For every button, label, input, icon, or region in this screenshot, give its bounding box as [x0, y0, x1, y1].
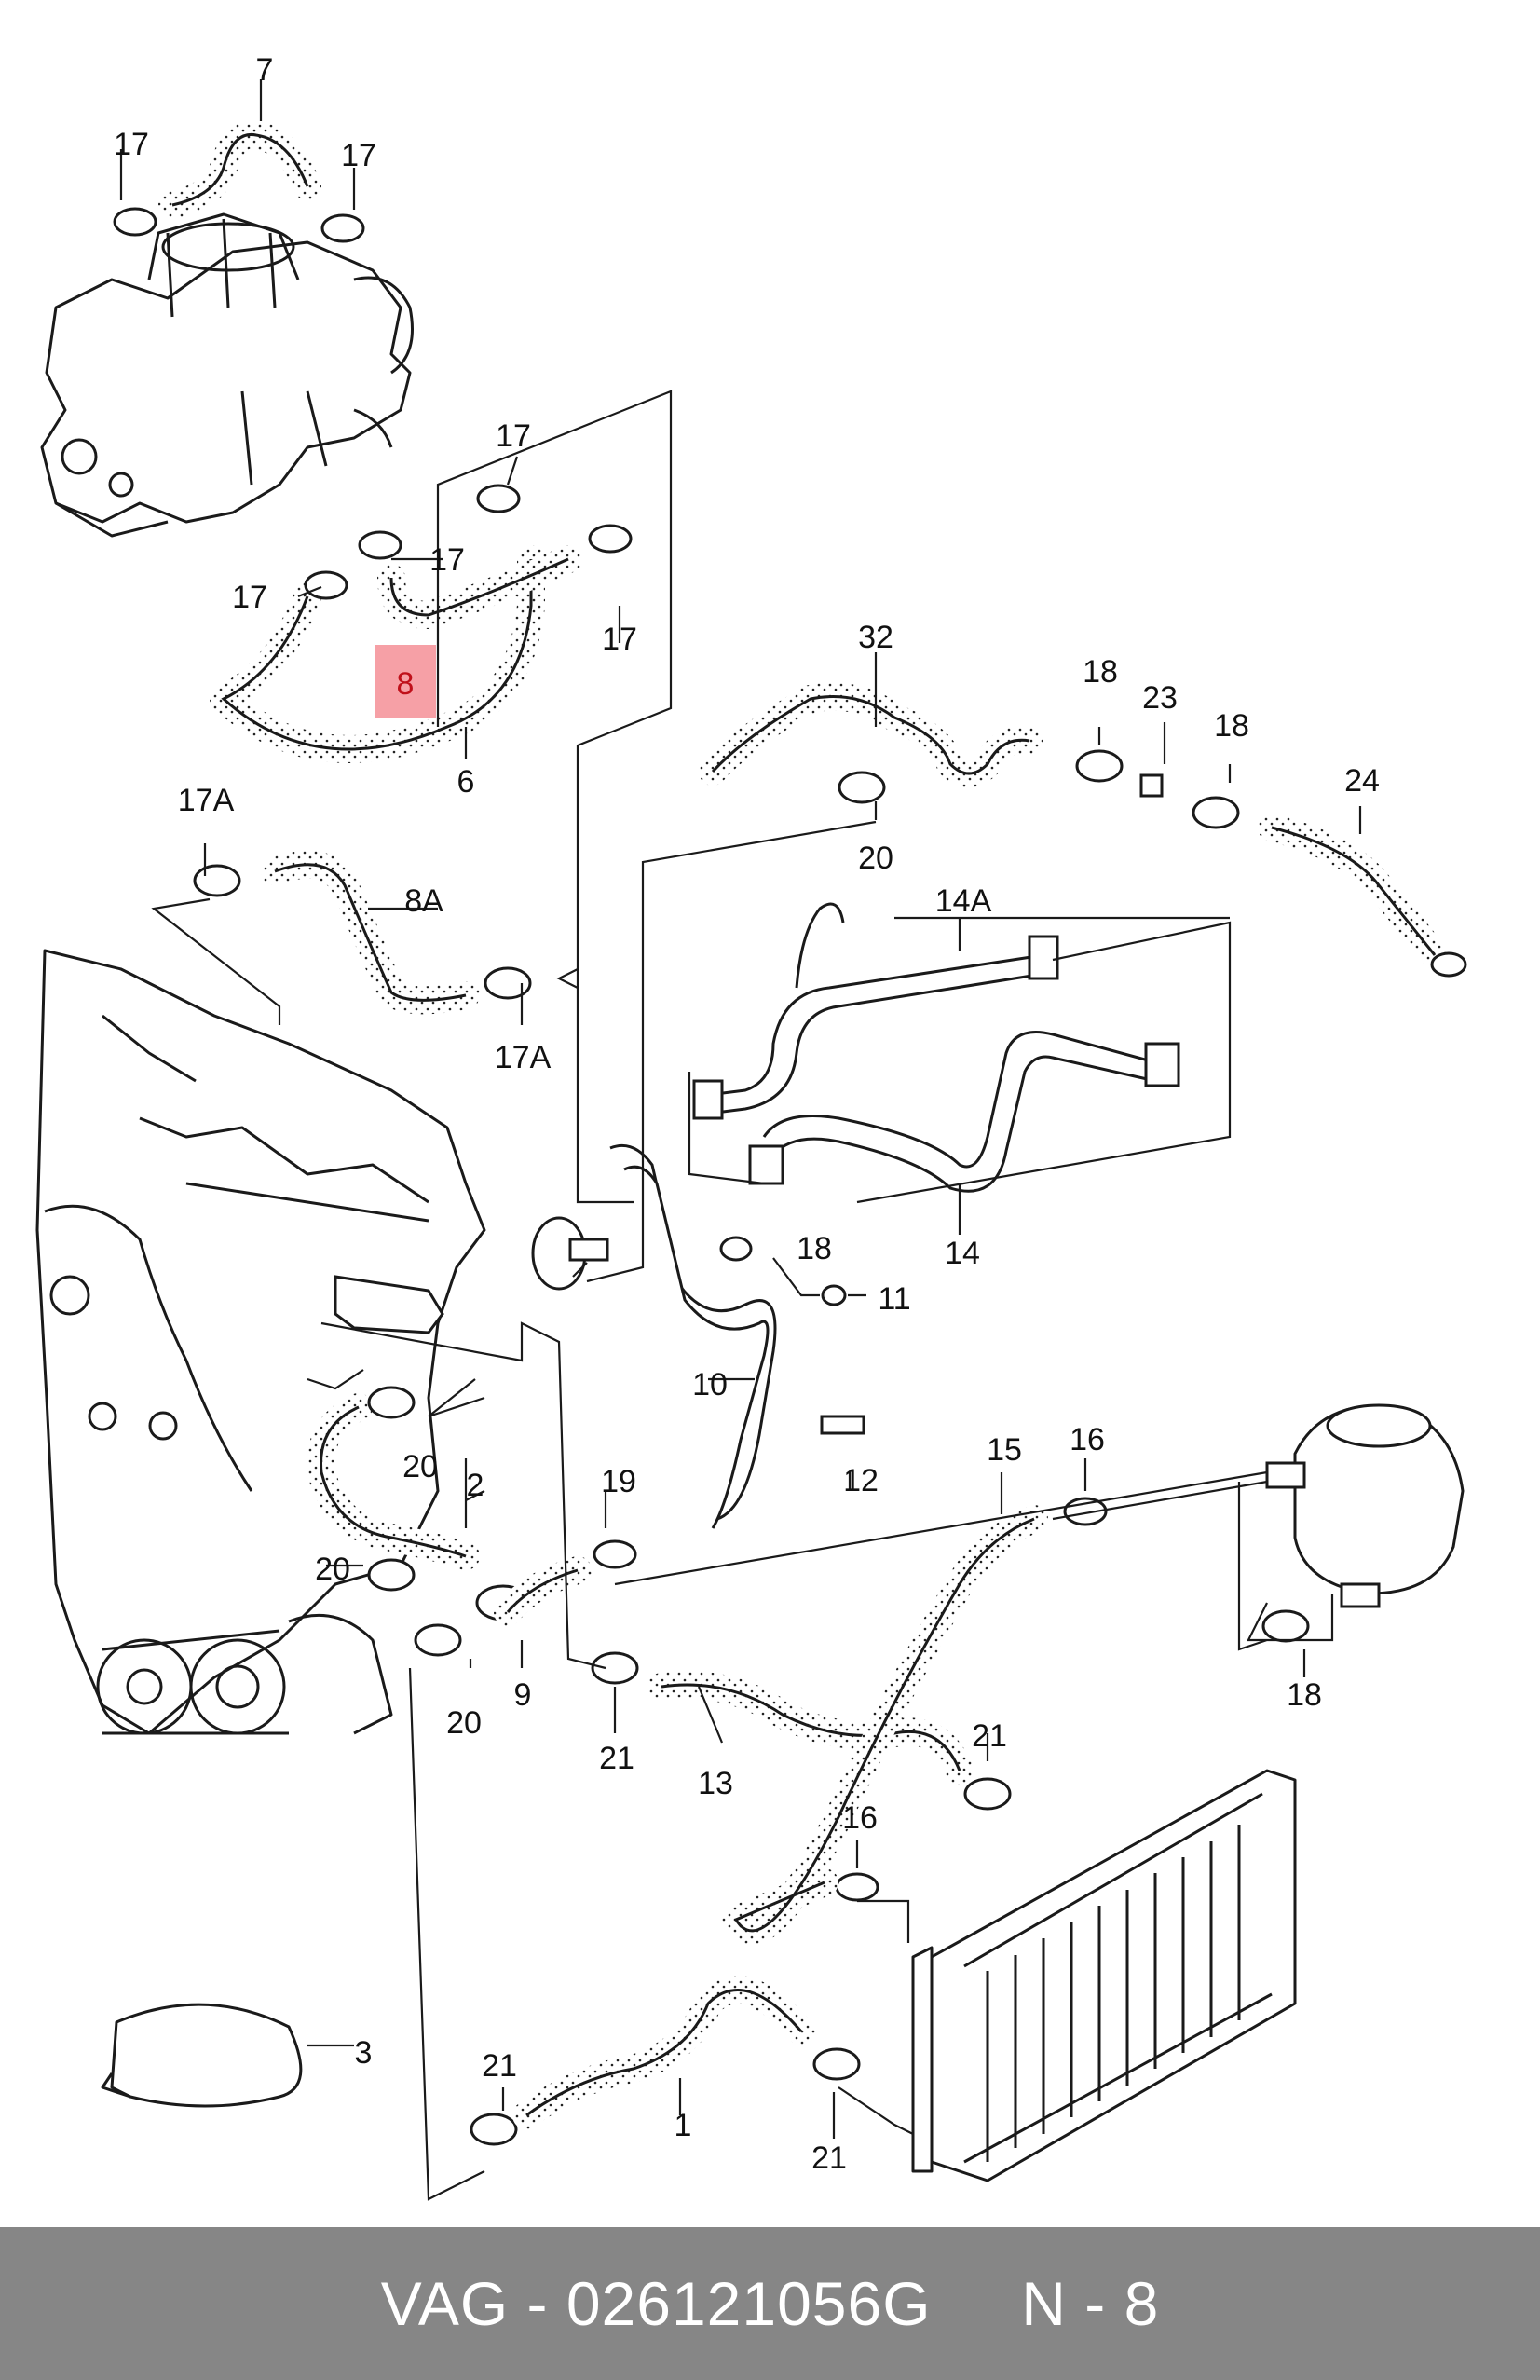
callout-14: 14	[945, 1236, 980, 1271]
callout-21: 21	[482, 2048, 517, 2084]
callout-17: 17	[232, 580, 267, 615]
callout-13: 13	[698, 1766, 733, 1801]
footer-part-number: 026121056G	[566, 2269, 932, 2338]
hose-15	[722, 1505, 1048, 1945]
callout-17: 17	[496, 418, 531, 454]
callout-21: 21	[811, 2141, 847, 2176]
hose-7	[158, 120, 321, 219]
callout-21: 21	[599, 1741, 634, 1776]
callout-7: 7	[256, 52, 274, 88]
footer-ref-number: 8	[1124, 2269, 1160, 2338]
engine-block	[35, 949, 486, 1735]
radiator	[911, 1769, 1297, 2182]
callout-20: 20	[858, 841, 893, 876]
footer-brand: VAG	[380, 2269, 510, 2338]
pipe-14	[748, 1031, 1180, 1193]
footer-caption: VAG - 026121056G N - 8	[381, 2268, 1160, 2339]
footer-separator: -	[509, 2269, 566, 2338]
callout-17: 17	[602, 622, 637, 657]
callout-18: 18	[797, 1231, 832, 1266]
hose-6	[210, 545, 545, 763]
callout-2: 2	[467, 1468, 484, 1503]
callout-15: 15	[987, 1432, 1022, 1468]
callout-1: 1	[675, 2108, 692, 2143]
callout-14A: 14A	[935, 883, 992, 919]
hose-clamp-3	[101, 2003, 303, 2108]
callout-17A: 17A	[178, 783, 235, 818]
highlight-box-8	[375, 645, 436, 718]
callout-9: 9	[514, 1677, 532, 1713]
callout-20: 20	[402, 1449, 438, 1484]
callout-12: 12	[843, 1463, 879, 1498]
hose-9	[494, 1556, 592, 1626]
callout-18: 18	[1287, 1677, 1322, 1713]
callout-17A: 17A	[495, 1040, 552, 1075]
footer-gap	[932, 2269, 1022, 2338]
callout-10: 10	[692, 1367, 728, 1402]
hose-24	[1258, 814, 1449, 969]
hose-8A	[261, 850, 480, 1015]
callout-20: 20	[315, 1552, 350, 1587]
callout-17: 17	[114, 127, 149, 162]
callout-16: 16	[842, 1800, 878, 1836]
callout-32: 32	[858, 620, 893, 655]
callout-labels: 7 17 17 17 17 17 17 8 6 32 18 23 18 24 2…	[114, 52, 1380, 2176]
callout-3: 3	[355, 2035, 373, 2071]
callout-8A: 8A	[404, 883, 443, 919]
fittings-center	[334, 1143, 865, 1529]
footer-separator: -	[1066, 2269, 1124, 2338]
callout-17: 17	[341, 138, 376, 173]
carburetor-assembly	[40, 212, 414, 538]
footer-ref-prefix: N	[1021, 2269, 1067, 2338]
callout-18: 18	[1083, 654, 1118, 690]
hose-2	[307, 1393, 480, 1570]
callout-6: 6	[457, 764, 475, 800]
pipe-14A	[692, 902, 1059, 1120]
callout-19: 19	[601, 1464, 636, 1499]
cooling-system-exploded-diagram: 7 17 17 17 17 17 17 8 6 32 18 23 18 24 2…	[35, 52, 1467, 2201]
clamps-20-19	[367, 1386, 1310, 2146]
callout-23: 23	[1142, 680, 1178, 716]
callout-21: 21	[972, 1718, 1007, 1754]
hose-13	[647, 1671, 974, 1785]
hose-32	[699, 682, 1043, 787]
expansion-tank	[1265, 1403, 1465, 1608]
clamp-17-group	[113, 207, 633, 600]
callout-18: 18	[1214, 708, 1249, 744]
callout-8-highlighted: 8	[397, 666, 415, 702]
clamps-top-right	[838, 749, 1467, 978]
callout-20: 20	[446, 1705, 482, 1741]
hose-1	[512, 1976, 815, 2129]
callout-17: 17	[429, 542, 465, 578]
leader-lines	[119, 79, 1362, 2201]
callout-24: 24	[1344, 763, 1380, 799]
footer-bar: VAG - 026121056G N - 8	[0, 2227, 1540, 2380]
callout-11: 11	[878, 1281, 910, 1317]
callout-16: 16	[1070, 1422, 1105, 1457]
